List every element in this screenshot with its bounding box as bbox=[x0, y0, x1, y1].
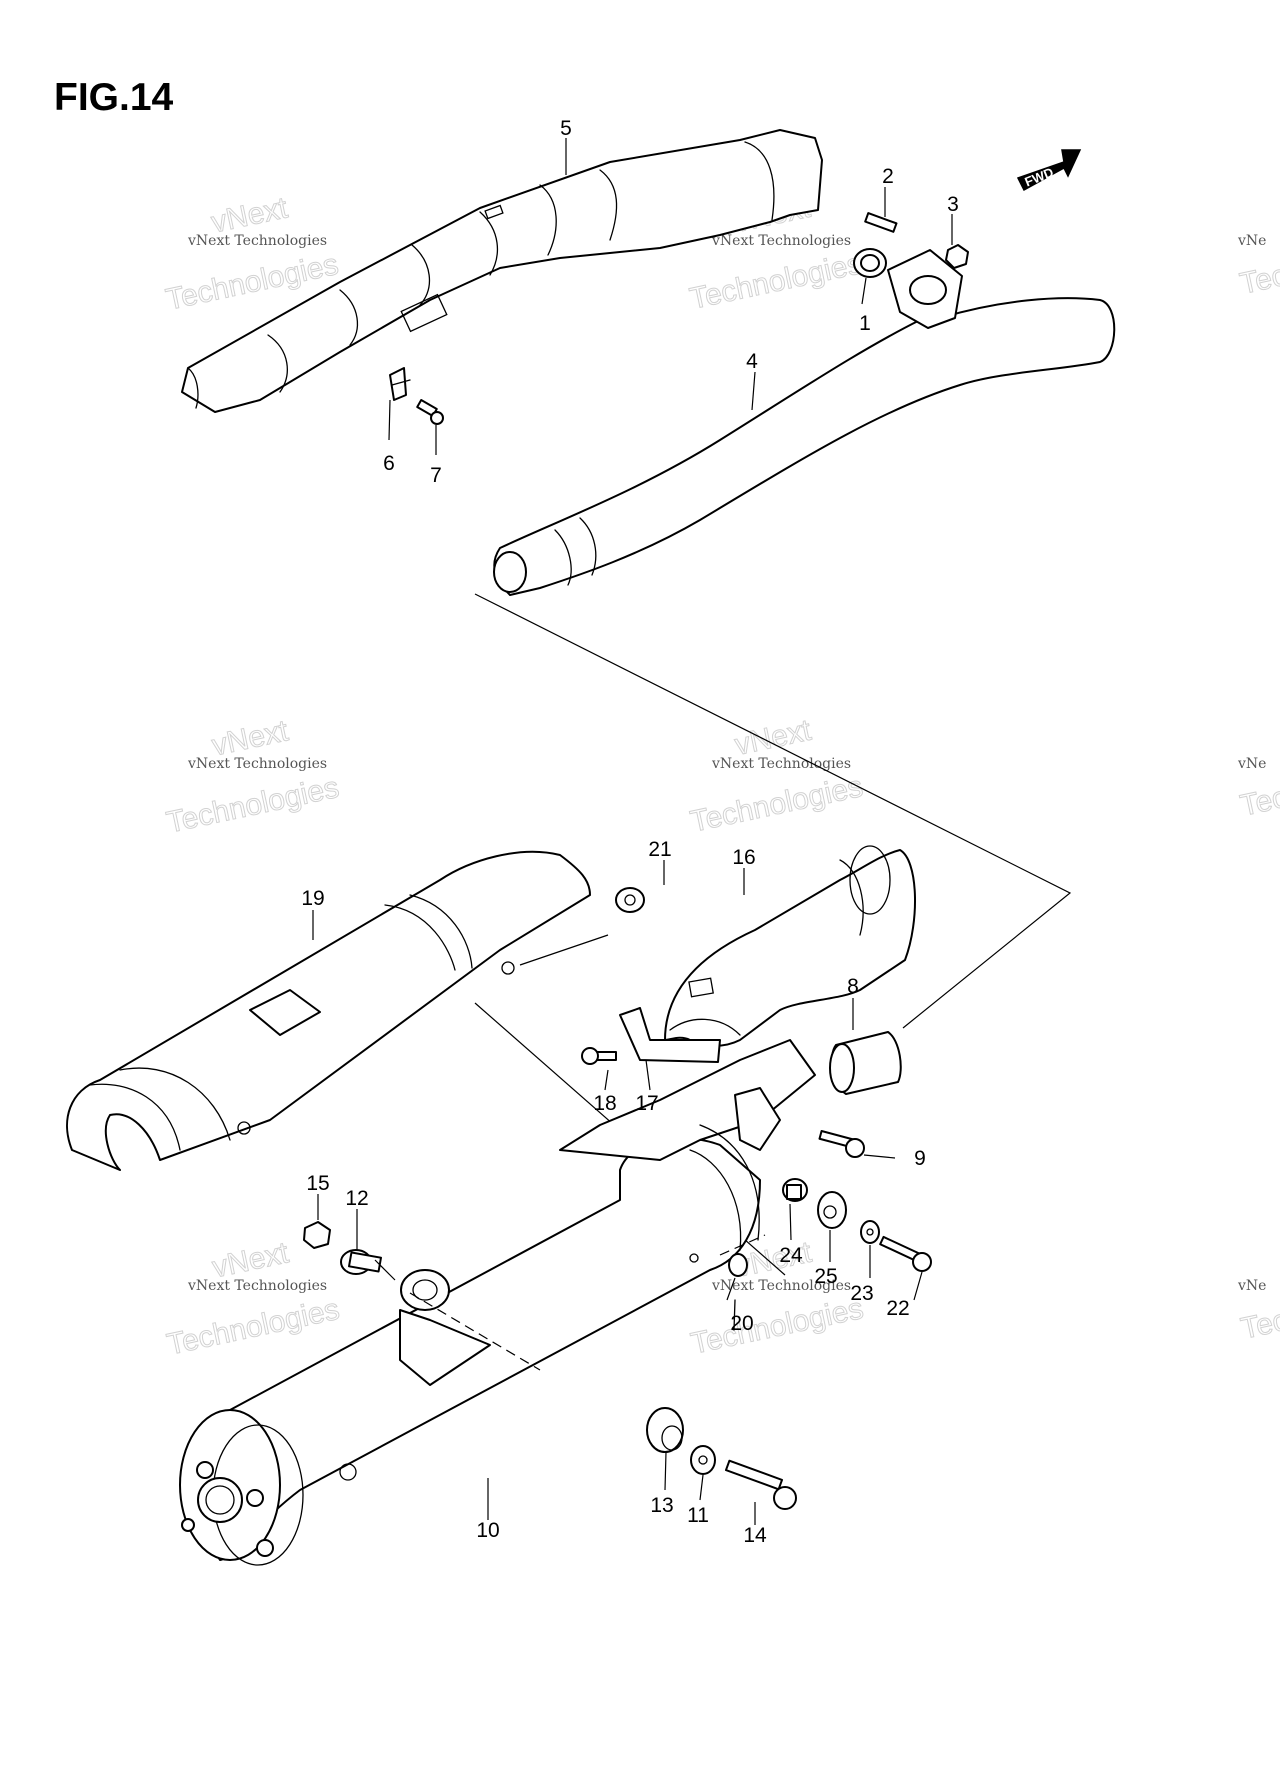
part-23-washer bbox=[860, 1220, 880, 1244]
callout-19: 19 bbox=[301, 887, 324, 910]
callout-20: 20 bbox=[730, 1312, 753, 1335]
part-7-screw bbox=[416, 399, 444, 425]
leader-line bbox=[374, 1259, 396, 1281]
callout-24: 24 bbox=[779, 1244, 803, 1267]
callout-18: 18 bbox=[593, 1092, 616, 1115]
dashed-assembly-line bbox=[719, 1234, 766, 1256]
callout-15: 15 bbox=[306, 1172, 329, 1195]
watermark-tile: vNext vNext Technologies Technologies bbox=[164, 1236, 343, 1362]
callout-14: 14 bbox=[743, 1524, 767, 1547]
callout-2: 2 bbox=[882, 165, 894, 188]
watermark-text: vNext Technologies bbox=[187, 756, 327, 772]
watermark-text: vNe bbox=[1237, 233, 1266, 249]
part-8-gasket-sleeve bbox=[829, 1031, 902, 1095]
callout-10: 10 bbox=[476, 1519, 499, 1542]
part-3-nut bbox=[945, 244, 969, 269]
watermark-text: Technologies bbox=[164, 1293, 342, 1362]
forward-label: FWD bbox=[1023, 165, 1056, 190]
watermark-text: vNext Technologies bbox=[711, 1278, 851, 1294]
callout-8: 8 bbox=[847, 975, 859, 998]
callout-17: 17 bbox=[635, 1092, 658, 1115]
watermark-text: Tec bbox=[1237, 259, 1280, 301]
watermark-text: vNext Technologies bbox=[187, 233, 327, 249]
watermark-tile: vNe Tec bbox=[1237, 756, 1280, 823]
part-13-grommet bbox=[646, 1407, 684, 1453]
part-14-bolt bbox=[724, 1459, 797, 1510]
watermark-tile: vNext vNext Technologies Technologies bbox=[687, 713, 866, 839]
callout-5: 5 bbox=[560, 117, 572, 140]
watermark-text: Tec bbox=[1238, 781, 1280, 823]
watermark-text: Technologies bbox=[688, 1292, 866, 1361]
callout-leaders bbox=[312, 138, 953, 1525]
watermark-tile: vNe Tec bbox=[1237, 233, 1280, 301]
part-21-grommet bbox=[615, 887, 645, 913]
callout-23: 23 bbox=[850, 1282, 873, 1305]
forward-arrow-icon: FWD bbox=[1016, 149, 1082, 192]
callout-22: 22 bbox=[886, 1297, 909, 1320]
watermark-tile: vNe Tec bbox=[1237, 1278, 1280, 1346]
figure-title: FIG.14 bbox=[54, 76, 174, 119]
part-15-nut bbox=[303, 1221, 331, 1249]
callout-7: 7 bbox=[430, 464, 442, 487]
part-12-collar bbox=[340, 1249, 382, 1275]
callout-21: 21 bbox=[648, 838, 671, 861]
callout-labels: 1 2 3 4 5 6 7 8 9 10 11 12 13 14 15 16 1… bbox=[301, 117, 959, 1547]
watermark-text: vNext Technologies bbox=[711, 756, 851, 772]
part-19-muffler-heat-shield bbox=[66, 850, 609, 1171]
callout-1: 1 bbox=[859, 312, 871, 335]
part-18-bolt bbox=[581, 1047, 617, 1065]
watermark-text: Tec bbox=[1238, 1304, 1280, 1346]
watermark-text: Technologies bbox=[687, 247, 865, 316]
watermark-text: Technologies bbox=[688, 770, 866, 839]
callout-12: 12 bbox=[345, 1187, 368, 1210]
watermark-text: vNe bbox=[1237, 756, 1266, 772]
callout-13: 13 bbox=[650, 1494, 673, 1517]
part-6-clip bbox=[389, 367, 411, 401]
callout-16: 16 bbox=[732, 846, 755, 869]
watermark-text: vNe bbox=[1237, 1278, 1266, 1294]
part-11-washer bbox=[690, 1445, 716, 1475]
watermark-text: vNext Technologies bbox=[711, 233, 851, 249]
watermark-text: Technologies bbox=[164, 771, 342, 840]
watermark-tile: vNext vNext Technologies Technologies bbox=[163, 714, 342, 840]
part-2-stud bbox=[864, 212, 898, 233]
watermark-text: vNext bbox=[732, 714, 815, 762]
part-4-exhaust-pipe bbox=[493, 249, 1116, 596]
part-17-clamp bbox=[619, 1007, 721, 1063]
part-22-bolt bbox=[879, 1235, 932, 1272]
part-9-bolt bbox=[818, 1129, 865, 1158]
part-1-gasket bbox=[853, 248, 887, 278]
watermark-text: vNext Technologies bbox=[187, 1278, 327, 1294]
part-5-upper-heat-shield bbox=[181, 129, 823, 413]
part-25-grommet bbox=[817, 1191, 847, 1229]
callout-4: 4 bbox=[746, 350, 758, 373]
callout-25: 25 bbox=[814, 1265, 837, 1288]
part-10-muffler bbox=[179, 1039, 816, 1566]
part-16-pipe-heat-shield bbox=[664, 845, 916, 1047]
dashed-assembly-line bbox=[409, 1292, 541, 1371]
part-24-collar bbox=[782, 1178, 808, 1202]
part-20-grommet bbox=[728, 1253, 748, 1331]
callout-9: 9 bbox=[914, 1147, 926, 1170]
callout-6: 6 bbox=[383, 452, 395, 475]
callout-11: 11 bbox=[687, 1504, 709, 1527]
callout-3: 3 bbox=[947, 193, 959, 216]
